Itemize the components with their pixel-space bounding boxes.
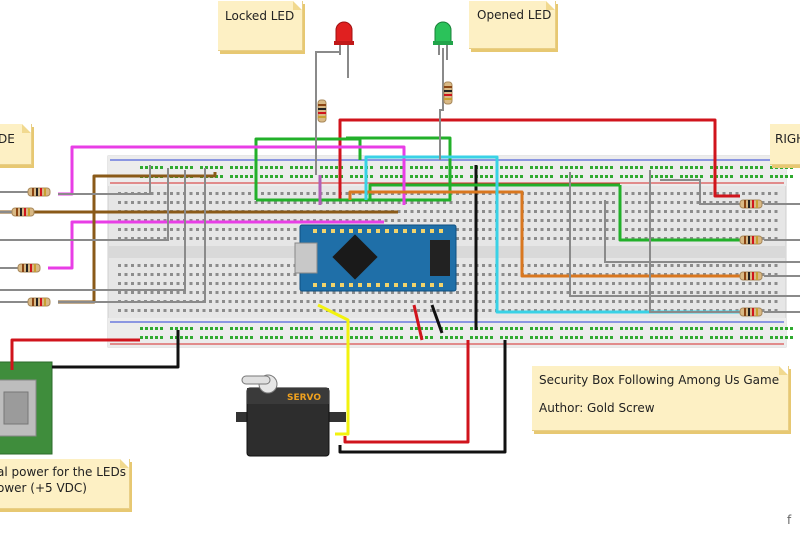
resistor — [739, 199, 763, 209]
opened-led-label: Opened LED — [477, 8, 552, 22]
power-note-line2: ower (+5 VDC) — [0, 481, 87, 495]
resistor — [739, 271, 763, 281]
corner-mark: f — [787, 513, 792, 527]
locked-led-note: Locked LED — [218, 1, 303, 51]
resistor — [739, 307, 763, 317]
arduino-nano — [294, 224, 457, 292]
power-note: al power for the LEDs ower (+5 VDC) — [0, 459, 130, 509]
resistor — [11, 207, 35, 217]
resistor — [27, 297, 51, 307]
green-led — [433, 21, 453, 60]
opened-led-note: Opened LED — [469, 1, 556, 49]
resistors — [11, 81, 763, 317]
credit-author: Author: Gold Screw — [539, 401, 655, 415]
resistor — [739, 235, 763, 245]
right-note: RIGH — [770, 124, 800, 165]
power-note-line1: al power for the LEDs — [0, 465, 126, 479]
servo-label: SERVO — [287, 393, 321, 403]
power-module — [0, 361, 53, 455]
credit-title: Security Box Following Among Us Game — [539, 373, 780, 387]
right-note-label: RIGH — [775, 132, 800, 146]
resistor — [17, 263, 41, 273]
locked-led-label: Locked LED — [225, 9, 295, 23]
resistor — [443, 81, 453, 105]
gray-wires — [0, 48, 800, 313]
wires — [0, 118, 740, 454]
left-note: DE — [0, 124, 32, 165]
left-note-label: DE — [0, 132, 15, 146]
credit-note: Security Box Following Among Us Game Aut… — [532, 366, 789, 431]
resistor — [317, 99, 327, 123]
red-led — [334, 21, 354, 60]
servo-motor: SERVO — [236, 374, 346, 457]
resistor — [27, 187, 51, 197]
